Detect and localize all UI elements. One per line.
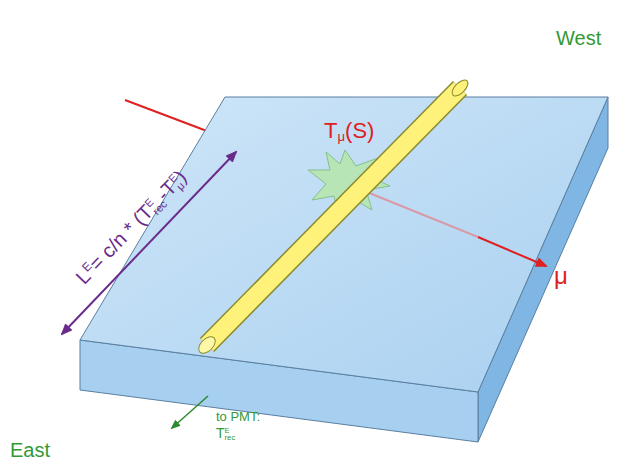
direction-label: East — [10, 440, 50, 460]
script-pair: Erec — [225, 427, 236, 442]
pmt-label: to PMT: — [216, 410, 260, 423]
label-text: T — [324, 118, 337, 143]
time-label: TErec — [216, 426, 235, 442]
fibre — [207, 88, 460, 345]
length-arrow — [62, 152, 236, 334]
label-text: μ — [337, 129, 345, 144]
label-text: T — [216, 425, 225, 441]
fibre-end — [196, 334, 219, 357]
muon-track — [478, 237, 546, 266]
label-text: E — [225, 427, 236, 435]
label-text: to PMT: — [216, 409, 260, 424]
fibre-end — [449, 77, 470, 98]
muon-track-inside — [352, 186, 478, 237]
label-text: μ — [554, 262, 568, 289]
label-text: East — [10, 439, 50, 461]
muon-label: μ — [554, 264, 568, 288]
label-text: (S) — [345, 118, 374, 143]
pmt-arrow — [172, 396, 208, 428]
direction-label: West — [556, 28, 601, 48]
label-text: West — [556, 27, 601, 49]
muon-time-label: Tμ(S) — [324, 120, 374, 144]
label-text: rec — [225, 434, 236, 442]
fibre-outline — [207, 88, 460, 345]
slab-top — [80, 97, 608, 392]
